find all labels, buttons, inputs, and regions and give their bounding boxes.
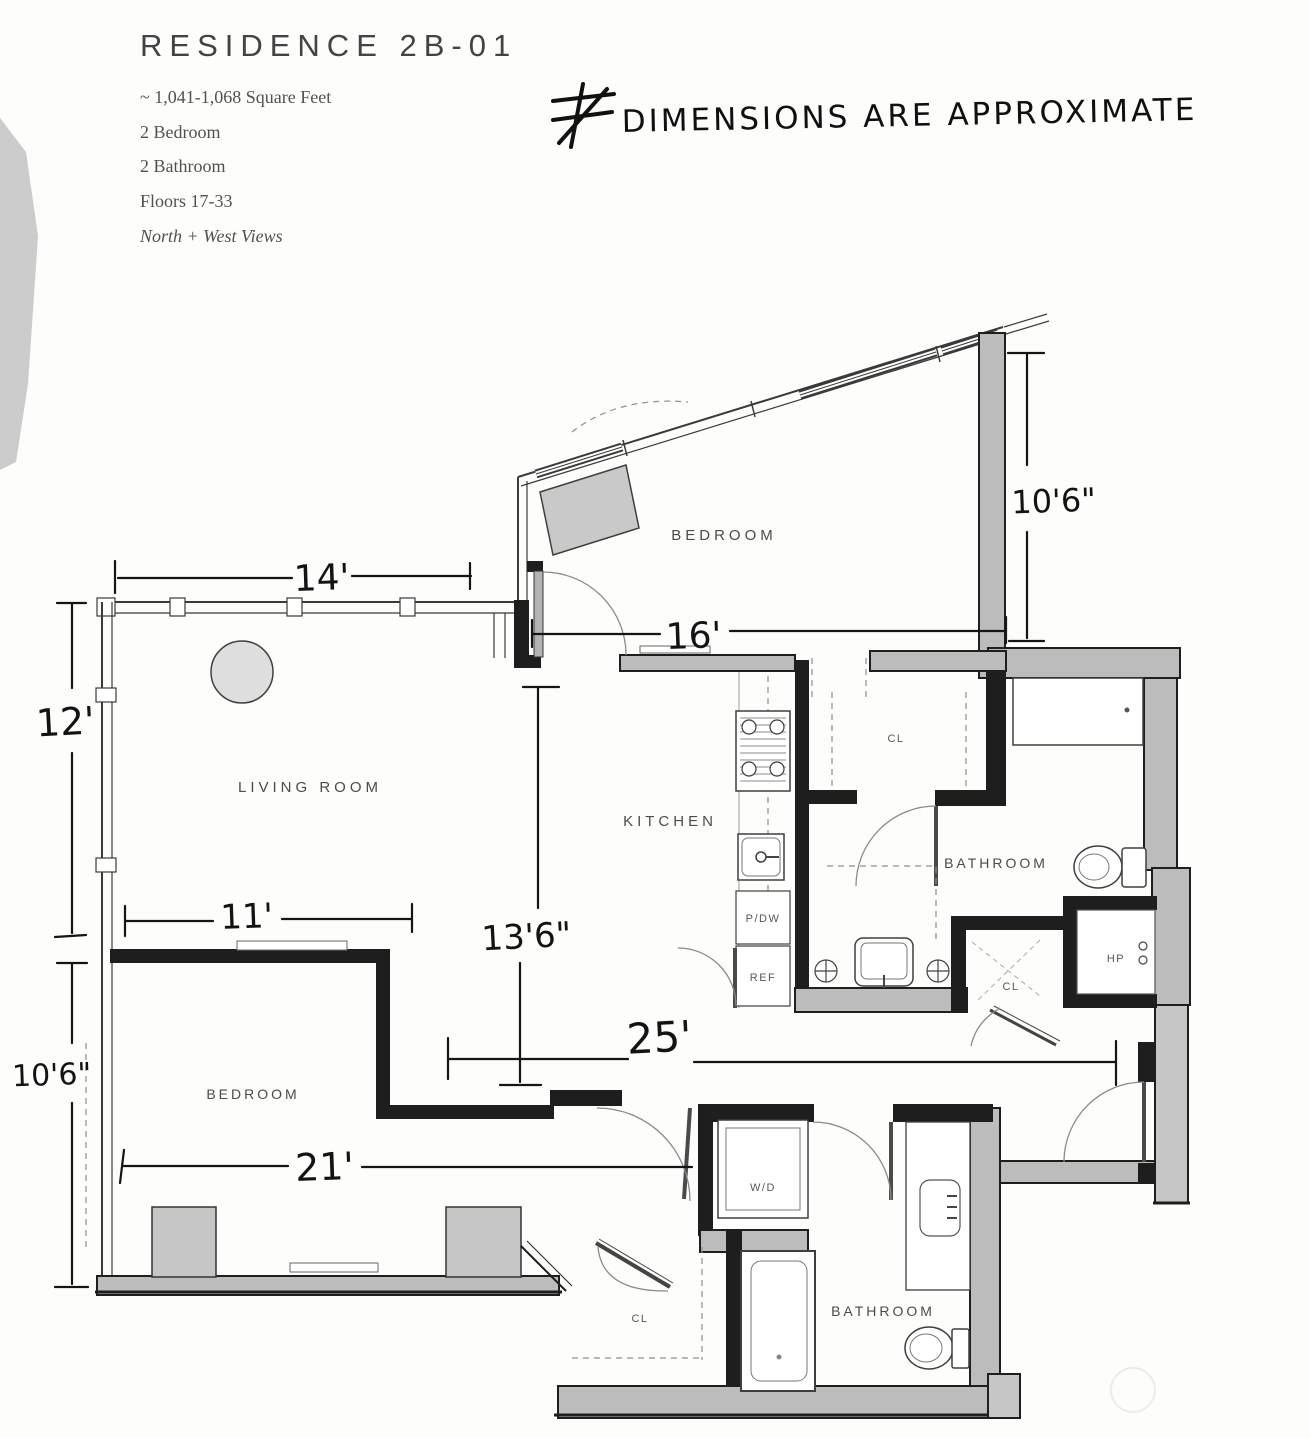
refrigerator: REF bbox=[735, 945, 791, 1007]
toilet-icon bbox=[1073, 845, 1147, 889]
kitchen-sink-icon bbox=[737, 833, 785, 881]
spec-bathrooms: 2 Bathroom bbox=[140, 156, 226, 176]
door-swing-arc bbox=[812, 1121, 892, 1201]
dim-text: 12' bbox=[35, 699, 96, 746]
door-swing-arc bbox=[1063, 1081, 1145, 1163]
bathroom-top-label: BATHROOM bbox=[944, 855, 1048, 871]
bathroom-top-area: BATHROOM bbox=[794, 677, 1147, 1013]
vanity-icon bbox=[905, 1121, 971, 1291]
note-text: DIMENSIONS ARE APPROXIMATE bbox=[621, 92, 1197, 140]
living-room-north-window-wall bbox=[96, 597, 516, 658]
door-swing-arc bbox=[855, 805, 937, 887]
bedroom-bottom-label: BEDROOM bbox=[206, 1086, 299, 1102]
hp-label: HP bbox=[1107, 953, 1125, 965]
dim-hall-width: 25' bbox=[446, 1011, 1118, 1087]
window-sill bbox=[289, 1262, 379, 1273]
table-icon bbox=[210, 640, 274, 704]
handwritten-note: DIMENSIONS ARE APPROXIMATE bbox=[551, 82, 1198, 149]
dim-bedroom2-depth: 10'6" bbox=[11, 961, 92, 1289]
dim-kitchen-depth: 13'6" bbox=[480, 685, 572, 1087]
window-sill bbox=[639, 645, 711, 654]
door-leaf bbox=[682, 1107, 692, 1200]
header-block: RESIDENCE 2B-01 ~ 1,041-1,068 Square Fee… bbox=[139, 28, 517, 246]
structural-column bbox=[151, 1206, 217, 1278]
kitchen-area: P/DW REF bbox=[677, 660, 809, 1010]
asterisk-icon bbox=[551, 82, 616, 149]
scan-shadow-artifact bbox=[0, 118, 38, 470]
closet-bottom-area: CL bbox=[572, 1230, 742, 1390]
unit-entry-door bbox=[1063, 1042, 1154, 1183]
bedroom-diagonal-window-wall bbox=[517, 313, 1050, 600]
tub-icon bbox=[740, 1250, 816, 1392]
dashed-overhang bbox=[571, 400, 689, 433]
dim-text: 25' bbox=[626, 1011, 693, 1063]
tub-sink-icon bbox=[814, 937, 950, 988]
closet-top-label: CL bbox=[887, 733, 904, 745]
pdw-label: P/DW bbox=[746, 913, 781, 925]
ref-label: REF bbox=[750, 972, 777, 984]
bathroom-bottom-door bbox=[812, 1121, 893, 1201]
bedroom1-walls bbox=[514, 561, 1007, 702]
kitchen-hall-door bbox=[677, 947, 737, 1008]
angled-door-leaf bbox=[989, 1008, 1057, 1047]
spec-views: North + West Views bbox=[139, 226, 283, 246]
dim-living-width: 14' bbox=[113, 557, 473, 600]
washer-dryer-closet: W/D bbox=[698, 1104, 814, 1253]
dim-text: 10'6" bbox=[1011, 481, 1097, 522]
structural-column bbox=[539, 464, 640, 556]
spec-sqft: ~ 1,041-1,068 Square Feet bbox=[140, 87, 331, 107]
living-room-label: LIVING ROOM bbox=[238, 779, 382, 796]
bedroom2-walls bbox=[95, 940, 622, 1296]
vanity-icon bbox=[1012, 677, 1144, 746]
closet-mid-area: CL bbox=[951, 916, 1065, 1047]
dim-living-depth: 12' bbox=[35, 601, 96, 939]
spec-bedrooms: 2 Bedroom bbox=[140, 122, 221, 142]
pantry-dishwasher: P/DW bbox=[735, 890, 791, 945]
dim-text: 10'6" bbox=[11, 1057, 91, 1095]
dim-bedroom1-depth: 10'6" bbox=[1006, 351, 1097, 643]
bathroom-bottom-area: BATHROOM bbox=[554, 1104, 1021, 1419]
dim-text: 21' bbox=[294, 1144, 354, 1190]
toilet-icon bbox=[904, 1326, 970, 1370]
page-title: RESIDENCE 2B-01 bbox=[140, 28, 517, 63]
bathroom-top-door bbox=[855, 805, 938, 887]
dim-text: 13'6" bbox=[480, 915, 572, 960]
door-swing-arc bbox=[597, 1246, 669, 1292]
dim-text: 16' bbox=[665, 615, 722, 658]
scan-circle-artifact bbox=[1110, 1367, 1156, 1413]
spec-floors: Floors 17-33 bbox=[140, 191, 233, 211]
door-swing-arc bbox=[596, 1107, 691, 1202]
dim-bedroom1-width: 16' bbox=[530, 615, 1008, 658]
door-swing-arc bbox=[542, 571, 627, 656]
living-room-west-window-wall bbox=[85, 602, 117, 1291]
door-swing-arc bbox=[677, 947, 737, 1007]
angled-door-leaf bbox=[594, 1241, 672, 1289]
structural-column bbox=[445, 1206, 522, 1278]
door-swing-arc bbox=[970, 1007, 1001, 1047]
dim-text: 14' bbox=[293, 557, 350, 600]
heat-pump-closet: HP bbox=[1063, 896, 1157, 1008]
bedroom1-entry-door bbox=[533, 570, 627, 658]
door-leaf bbox=[533, 570, 544, 658]
dim-text: 11' bbox=[220, 896, 274, 938]
bedroom2-door bbox=[596, 1107, 692, 1202]
dim-bedroom2-width: 21' bbox=[118, 1144, 694, 1190]
closet-mid-label: CL bbox=[1002, 981, 1019, 993]
bathroom-bottom-label: BATHROOM bbox=[831, 1303, 935, 1319]
exterior-walls-east bbox=[969, 332, 1191, 1419]
stove-icon bbox=[735, 710, 791, 792]
closet-bottom-label: CL bbox=[631, 1313, 648, 1325]
window-sill bbox=[236, 940, 348, 951]
bedroom-top-label: BEDROOM bbox=[671, 527, 777, 544]
wd-label: W/D bbox=[750, 1182, 776, 1194]
dim-living-inner-width: 11' bbox=[123, 896, 414, 938]
kitchen-label: KITCHEN bbox=[623, 813, 717, 830]
closet-top-area: CL bbox=[795, 672, 1006, 806]
